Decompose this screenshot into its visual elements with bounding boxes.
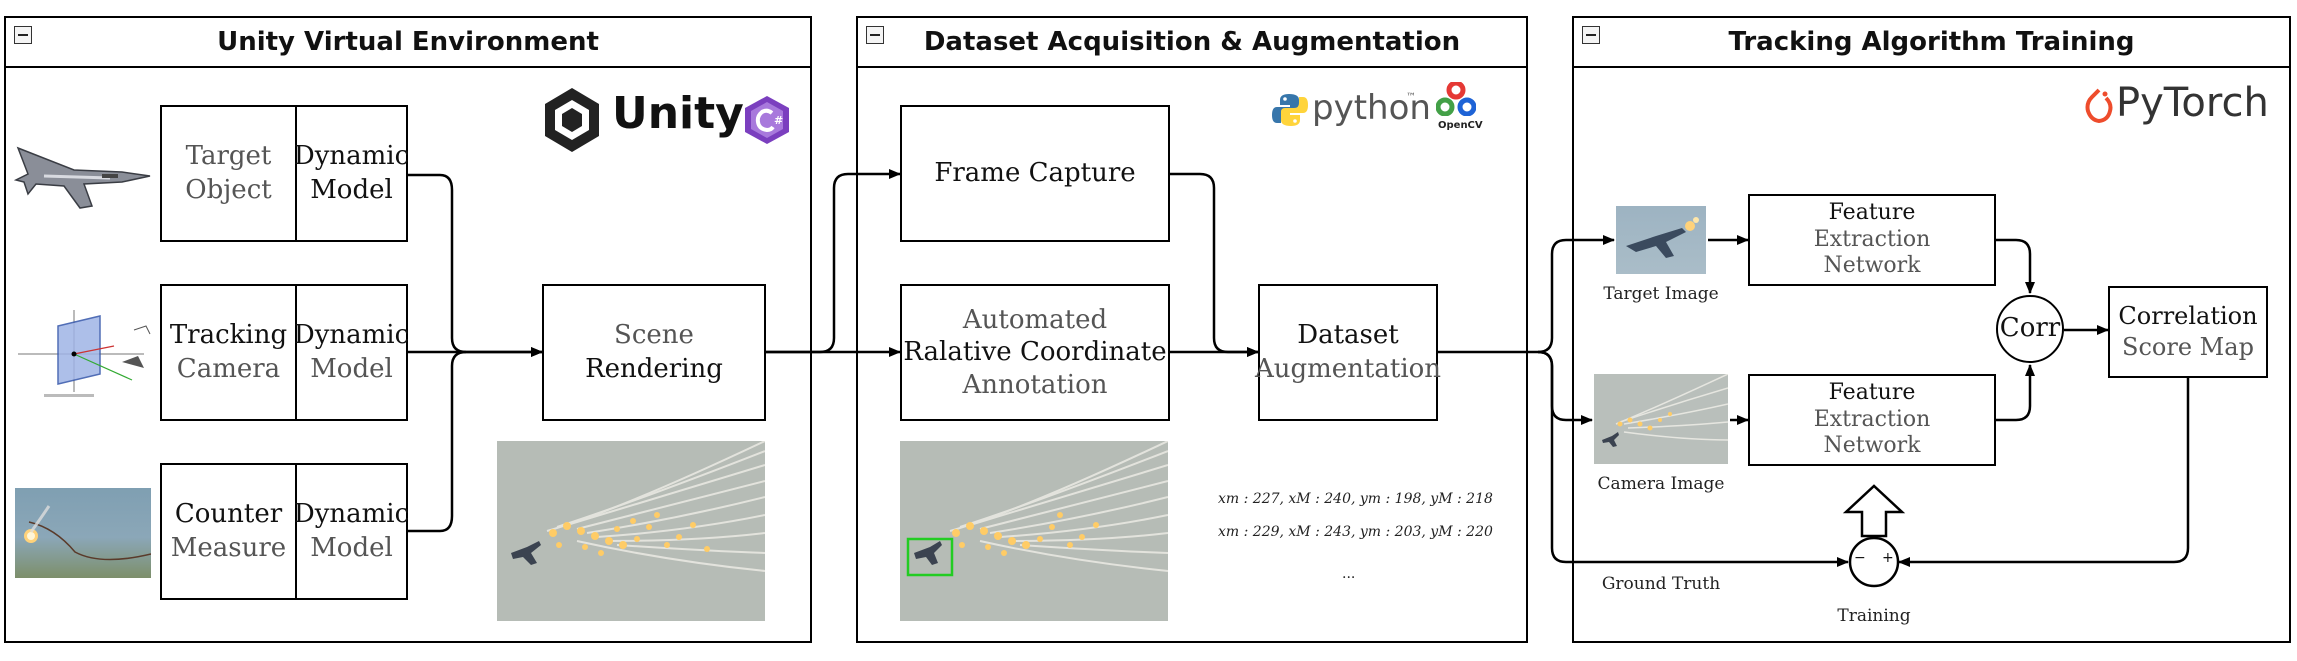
python-icon [1272,94,1308,126]
arrow-rendering-to-frame [766,169,901,354]
corr-label: Corr [1999,313,2061,344]
frame-capture-box[interactable]: Frame Capture [900,105,1170,242]
feature-1-line-3: Network [1823,253,1921,279]
corr-node[interactable]: Corr [1996,295,2064,363]
feature-1-line-1: Feature [1828,200,1916,226]
dynamic-model-2-line-2: Model [310,353,393,384]
arrow-frame-to-augmentation [1168,172,1259,357]
feature-2-line-3: Network [1823,433,1921,459]
bounding-box [906,537,954,577]
annotation-line-2: Ralative Coordinate [903,337,1167,368]
frame-capture-label: Frame Capture [934,157,1136,188]
training-caption: Training [1837,606,1911,626]
fighter-jet-icon [511,541,541,565]
up-arrow-icon [1842,484,1906,538]
annotation-line-1: Automated [962,304,1108,335]
opencv-icon [1436,82,1476,116]
rendered-scene-image [497,441,765,621]
dynamic-model-1-line-1: Dynamic [293,140,410,171]
annotation-line-3: Annotation [962,369,1108,400]
scene-rendering-line-1: Scene [614,319,694,350]
feature-1-line-2: Extraction [1813,226,1931,252]
countermeasure-photo [15,488,151,578]
csharp-icon: # [745,96,789,144]
feature-network-box-2[interactable]: Feature Extraction Network [1748,374,1996,466]
coord-line-1: xm : 227, xM : 240, ym : 198, yM : 218 [1218,491,1493,507]
pytorch-flame-icon [2085,88,2113,124]
arrow-augmentation-to-training [1537,350,1849,567]
feature-2-line-1: Feature [1828,380,1916,406]
python-logo-text: python [1312,88,1431,128]
augmentation-line-2: Augmentation [1254,353,1442,384]
ground-truth-caption: Ground Truth [1601,574,1721,594]
arrow-feature2-to-corr [1996,364,2035,422]
training-sum-circle [1848,536,1900,588]
arrow-feature1-to-corr [1996,238,2035,294]
arrow-augmentation-to-camera [1537,350,1593,425]
arrow-score-to-training [1898,378,2190,567]
training-panel-title: Tracking Algorithm Training [1728,27,2135,57]
camera-diagram-icon [18,310,151,397]
collapse-icon[interactable] [14,26,32,44]
annotation-box[interactable]: Automated Ralative Coordinate Annotation [900,284,1170,421]
target-image-thumb [1616,206,1706,274]
arrow-dynamic-1-to-rendering [408,173,543,357]
dynamic-model-2-line-1: Dynamic [293,319,410,350]
score-map-box[interactable]: Correlation Score Map [2108,286,2268,378]
feature-2-line-2: Extraction [1813,406,1931,432]
dynamic-model-3-line-1: Dynamic [293,498,410,529]
unity-panel-header: Unity Virtual Environment [6,18,810,68]
dynamic-model-3-line-2: Model [310,532,393,563]
unity-logo-text: Unity [612,88,744,139]
unity-panel-title: Unity Virtual Environment [217,27,599,57]
coord-ellipsis: ... [1342,566,1356,582]
dynamic-model-1-line-2: Model [310,174,393,205]
fighter-jet-icon [914,541,942,565]
annotated-frame-image [900,441,1168,621]
collapse-icon[interactable] [1582,26,1600,44]
feature-network-box-1[interactable]: Feature Extraction Network [1748,194,1996,286]
coord-line-2: xm : 229, xM : 243, ym : 203, yM : 220 [1218,524,1493,540]
collapse-icon[interactable] [866,26,884,44]
tracking-camera-line-1: Tracking [169,319,288,350]
score-map-line-1: Correlation [2118,301,2258,330]
training-plus-sign: + [1882,550,1894,566]
dataset-panel-header: Dataset Acquisition & Augmentation [858,18,1526,68]
target-object-line-1: Target [185,140,272,171]
augmentation-line-1: Dataset [1297,319,1399,350]
arrow-augmentation-to-target [1438,235,1615,354]
training-minus-sign: − [1854,550,1866,566]
camera-image-caption: Camera Image [1597,474,1725,494]
scene-rendering-line-2: Rendering [585,353,723,384]
camera-image-thumb [1594,374,1728,464]
fighter-jet-icon [14,146,151,209]
unity-cube-icon [545,88,599,152]
target-object-line-2: Object [185,174,272,205]
opencv-logo-text: OpenCV [1438,120,1483,131]
dataset-panel-title: Dataset Acquisition & Augmentation [923,27,1461,57]
pytorch-logo-text: PyTorch [2116,80,2269,126]
training-panel-header: Tracking Algorithm Training [1574,18,2289,68]
counter-measure-line-1: Counter [174,498,283,529]
svg-text:#: # [774,114,783,127]
python-logo-trademark: ™ [1406,92,1416,103]
score-map-line-2: Score Map [2122,333,2254,361]
tracking-camera-line-2: Camera [176,353,281,384]
arrow-dynamic-3-to-rendering [408,350,467,533]
counter-measure-line-2: Measure [170,532,287,563]
target-image-caption: Target Image [1603,284,1719,304]
